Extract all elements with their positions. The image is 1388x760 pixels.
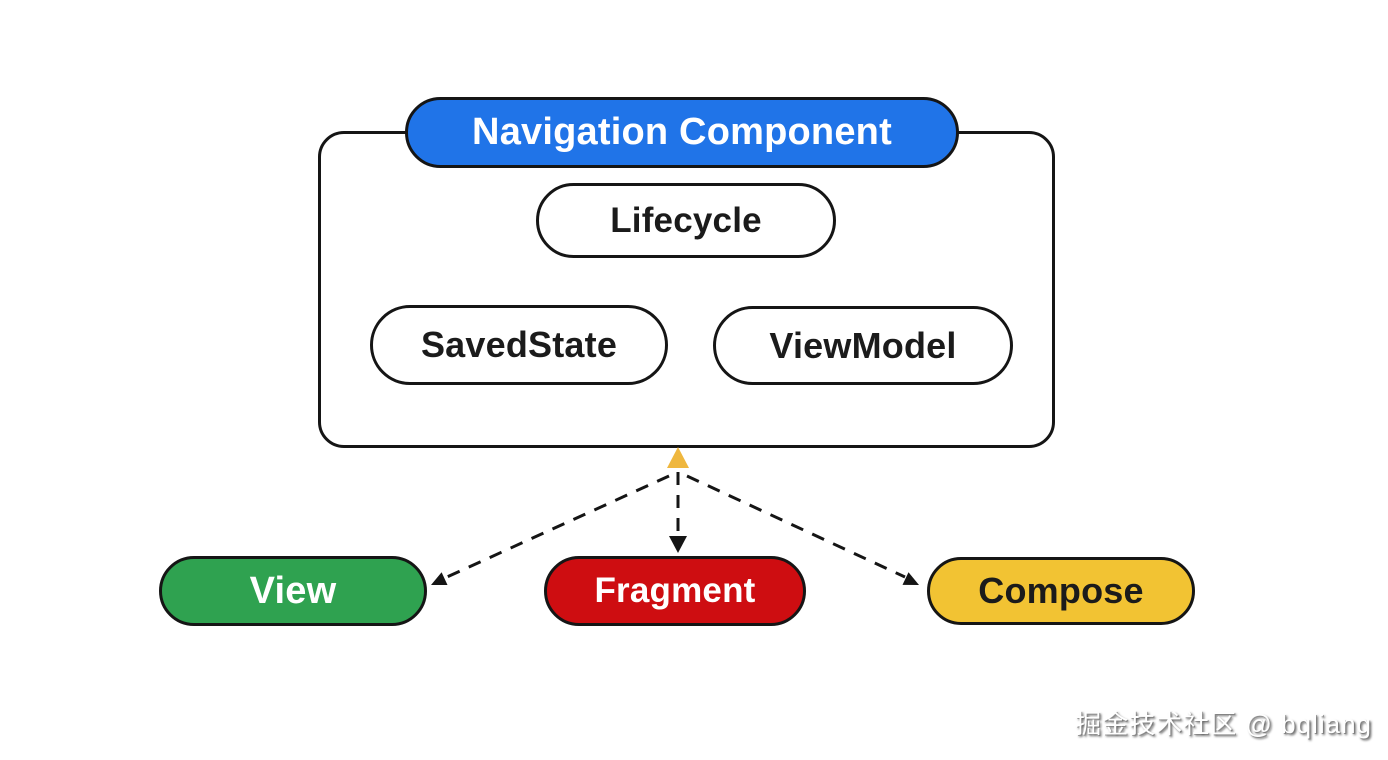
navigation-component-pill: Navigation Component: [405, 97, 959, 168]
viewmodel-pill: ViewModel: [713, 306, 1013, 385]
savedstate-label: SavedState: [420, 324, 618, 365]
fragment-pill: Fragment: [544, 556, 806, 626]
arrowhead-compose-icon: [902, 572, 919, 585]
lifecycle-label: Lifecycle: [610, 200, 762, 240]
view-label: View: [249, 569, 337, 612]
compose-pill: Compose: [927, 557, 1195, 625]
watermark: 掘金技术社区 @ bqliang: [1075, 709, 1372, 739]
hub-up-arrow-icon: [667, 447, 689, 468]
lifecycle-pill: Lifecycle: [536, 183, 836, 258]
arrowhead-view-icon: [431, 572, 448, 585]
view-pill: View: [159, 556, 427, 626]
viewmodel-label: ViewModel: [769, 324, 957, 366]
arrowhead-fragment-icon: [669, 536, 687, 553]
compose-label: Compose: [978, 570, 1144, 611]
navigation-component-label: Navigation Component: [472, 111, 892, 153]
architecture-container-box: [318, 131, 1055, 448]
savedstate-pill: SavedState: [370, 305, 668, 385]
fragment-label: Fragment: [594, 571, 756, 610]
